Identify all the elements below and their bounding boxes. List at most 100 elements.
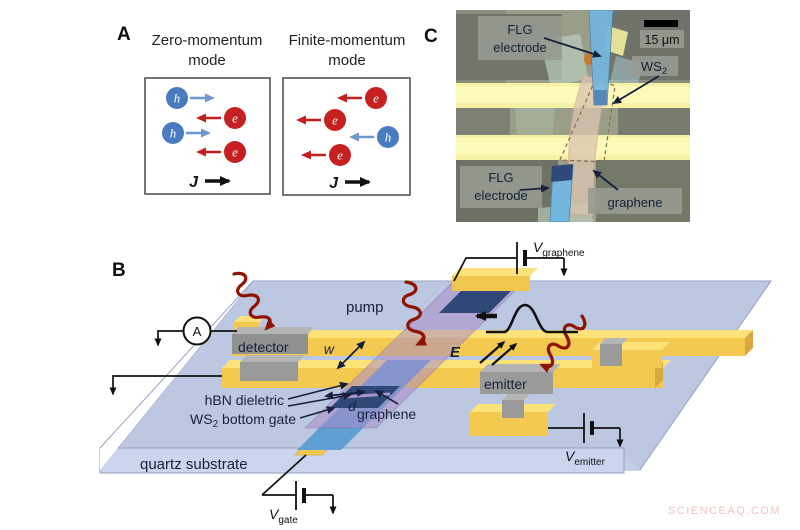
- electron-particle: e: [196, 107, 246, 129]
- pad2-top: [240, 355, 305, 362]
- thz-pulse: [475, 303, 578, 334]
- graphene-arrow: [374, 389, 399, 405]
- emitter-photon-squiggle-icon: [539, 314, 587, 373]
- vblock-front: [502, 400, 524, 418]
- pump-label: pump: [346, 299, 384, 316]
- flg-bottom-label-line2: electrode: [474, 188, 527, 203]
- emitter-side-hardware: [470, 338, 670, 436]
- flg-strip-notch: [594, 90, 607, 105]
- slab-edge: [639, 280, 772, 471]
- width-dimension-arrow: [336, 340, 366, 370]
- flg-bottom-label: FLG: [488, 170, 513, 185]
- gold-bar-core: [456, 86, 690, 103]
- v-sub: gate: [278, 515, 298, 526]
- electron-particle: e: [301, 144, 351, 166]
- pad2-front: [240, 362, 298, 381]
- contact-top: [452, 268, 538, 276]
- flg-top-label: FLG: [507, 22, 532, 37]
- hbn-label: hBN dieletric: [205, 392, 284, 408]
- electron-letter: e: [232, 145, 238, 160]
- pulse-waveform-icon: [486, 303, 578, 334]
- v-sub: emitter: [574, 457, 605, 468]
- bg-mask-right: [640, 281, 800, 470]
- panel-b: B: [98, 239, 800, 526]
- panel-a: A Zero-momentum mode Finite-momentum mod…: [117, 24, 411, 196]
- ws2-prefix: WS: [190, 411, 213, 427]
- bus-endcap: [745, 330, 753, 356]
- vgraphene-circuit: Vgraphene: [453, 239, 585, 282]
- lower-ground-wire: [109, 375, 222, 396]
- ws2-sub: 2: [213, 419, 219, 430]
- hole-particle: h: [349, 126, 399, 148]
- emitter-pad-front: [480, 372, 553, 394]
- panel-b-label: B: [112, 260, 126, 281]
- vblock-top: [502, 394, 530, 400]
- watermark: SCIENCEAQ.COM: [668, 505, 781, 517]
- bus-top: [232, 330, 753, 338]
- panel-c-label: C: [424, 26, 438, 47]
- label-box: [588, 188, 682, 214]
- v-symbol: V: [533, 239, 544, 255]
- hbn-arrow: [287, 381, 349, 400]
- pump-photon-squiggle-icon: [401, 280, 428, 346]
- electron-circle: [329, 144, 351, 166]
- pad: [618, 108, 690, 136]
- hbn-callout: hBN dieletric: [205, 381, 352, 408]
- v-symbol: V: [269, 506, 280, 522]
- vemitter-circuit: Vemitter: [548, 413, 624, 468]
- current-label: J: [189, 174, 199, 191]
- electron-particle: e: [296, 109, 346, 131]
- graphene-contact: [452, 268, 538, 291]
- panel-c: C: [424, 10, 690, 222]
- electron-particle: e: [337, 87, 387, 109]
- electron-particle: e: [196, 141, 246, 163]
- slab-edge: [99, 280, 254, 449]
- pad: [456, 108, 510, 136]
- flg-bottom-arrow: [519, 184, 550, 193]
- flg-top-arrow: [543, 37, 602, 58]
- ws2-gate-callout: WS2 bottom gate: [190, 406, 336, 430]
- electron-letter: e: [232, 111, 238, 126]
- zero-momentum-title: Zero-momentum: [152, 32, 263, 49]
- e-field-arrow: [491, 343, 518, 366]
- zero-momentum-box: h e h e J: [144, 77, 271, 195]
- emitter-label: emitter: [484, 376, 527, 392]
- ws2-arrow: [612, 75, 660, 105]
- wire: [261, 454, 307, 496]
- ws2-dashed-outline: [559, 77, 616, 163]
- finite-momentum-title-line2: mode: [328, 52, 366, 69]
- scale-bar-label: 15 μm: [645, 33, 680, 47]
- flg-top-label-line2: electrode: [493, 40, 546, 55]
- ammeter-icon: [182, 316, 212, 346]
- gap-label: d: [348, 398, 357, 414]
- electron-circle: [324, 109, 346, 131]
- width-label: w: [324, 341, 335, 357]
- scale-label-box: [640, 30, 684, 48]
- finite-momentum-title: Finite-momentum: [289, 32, 406, 49]
- electron-circle: [224, 107, 246, 129]
- micrograph: 15 μm FLG electrode WS2 FLG electrode gr…: [456, 10, 690, 222]
- electron-circle: [224, 141, 246, 163]
- electron-circle: [365, 87, 387, 109]
- scale-bar: [644, 20, 678, 27]
- hole-letter: h: [170, 126, 177, 141]
- substrate-label: quartz substrate: [140, 456, 248, 473]
- vgate-circuit: Vgate: [261, 454, 337, 526]
- ws2-sub: 2: [662, 66, 667, 77]
- detector-photon-squiggle-icon: [232, 271, 276, 331]
- vgate-label: Vgate: [269, 506, 298, 526]
- label-box: [460, 166, 542, 208]
- graphene-patch-top: [439, 290, 512, 313]
- detector-pad-front: [232, 334, 308, 354]
- detector-pad-top: [232, 327, 314, 334]
- v-sub: graphene: [542, 248, 585, 259]
- hole-particle: h: [166, 87, 215, 109]
- bus-front: [232, 338, 745, 356]
- e-field-arrow: [479, 341, 506, 364]
- ws2-prefix: WS: [641, 59, 662, 74]
- ws2-label: WS2: [641, 59, 667, 77]
- electron-letter: e: [337, 148, 343, 163]
- block-top: [600, 338, 628, 344]
